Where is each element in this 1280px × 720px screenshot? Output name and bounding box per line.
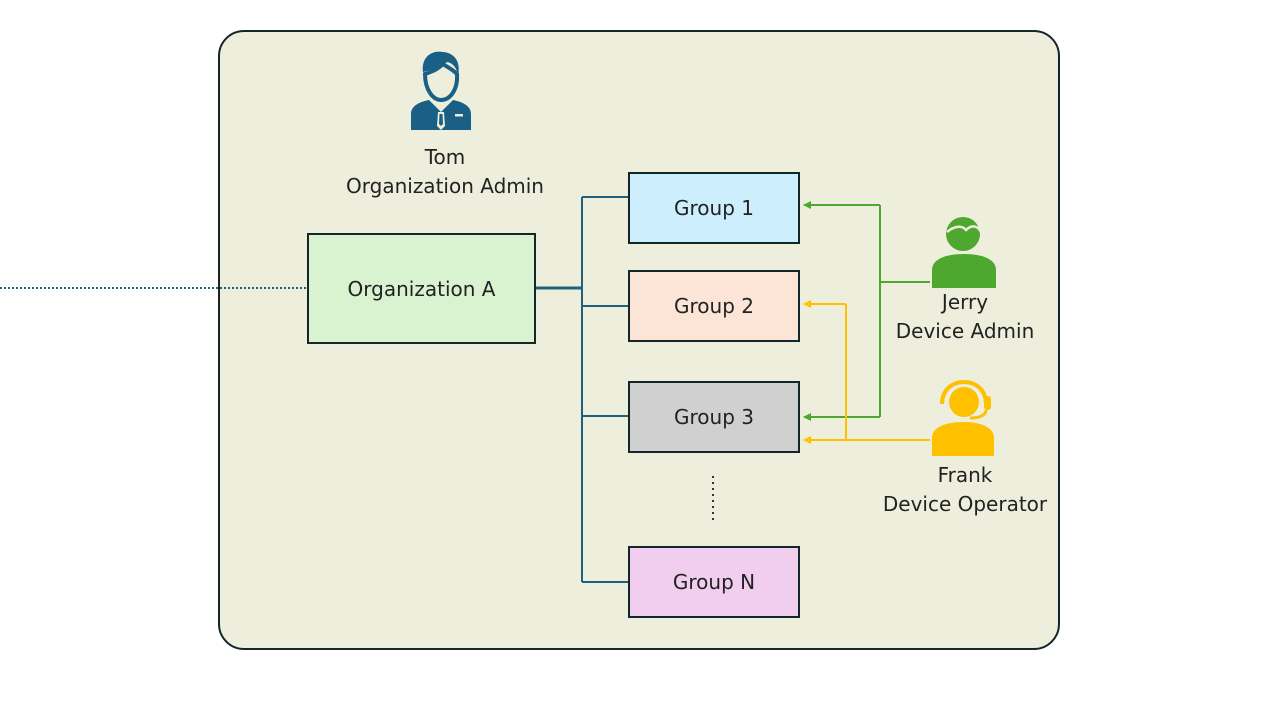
group-label: Group 1 <box>674 196 754 220</box>
group-label: Group 2 <box>674 294 754 318</box>
tom-label: Tom Organization Admin <box>330 143 560 201</box>
frank-label: Frank Device Operator <box>865 461 1065 519</box>
person-name: Frank <box>937 463 993 487</box>
group-node-3[interactable]: Group 3 <box>628 381 800 453</box>
businessman-icon <box>411 51 471 130</box>
group-label: Group 3 <box>674 405 754 429</box>
person-name: Jerry <box>941 290 989 314</box>
group-node-n[interactable]: Group N <box>628 546 800 618</box>
organization-label: Organization A <box>347 276 496 301</box>
person-role: Device Operator <box>882 492 1048 516</box>
person-role: Organization Admin <box>346 174 544 198</box>
jerry-label: Jerry Device Admin <box>875 288 1055 346</box>
organization-node[interactable]: Organization A <box>307 233 536 344</box>
person-role: Device Admin <box>895 319 1035 343</box>
group-label: Group N <box>672 570 756 594</box>
group-node-1[interactable]: Group 1 <box>628 172 800 244</box>
group-node-2[interactable]: Group 2 <box>628 270 800 342</box>
headset-operator-icon <box>932 379 994 456</box>
person-name: Tom <box>424 145 466 169</box>
user-icon <box>932 217 996 288</box>
